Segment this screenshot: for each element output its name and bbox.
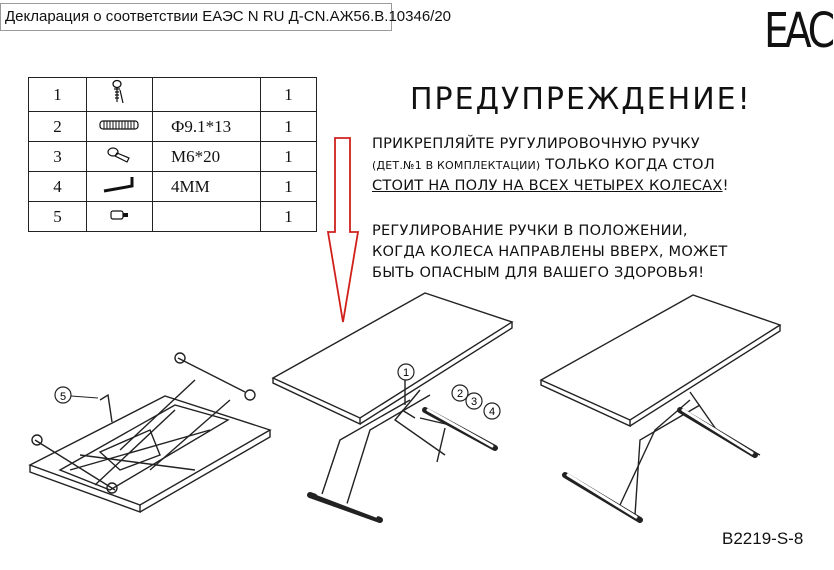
eac-mark: ЕАС [764,3,834,59]
callout-label: 4 [489,406,495,418]
warning-underlined: СТОИТ НА ПОЛУ НА ВСЕХ ЧЕТЫРЕХ КОЛЕСАХ [372,177,723,194]
part-spec: M6*20 [152,141,261,172]
warning-line: БЫТЬ ОПАСНЫМ ДЛЯ ВАШЕГО ЗДОРОВЬЯ! [372,264,705,281]
warning-line-end: ! [722,177,729,194]
declaration-box: Декларация о соответствии ЕАЭС N RU Д-CN… [0,3,451,31]
callout-label: 1 [403,367,409,379]
table-standing-attach [271,292,514,523]
warning-line: КОГДА КОЛЕСА НАПРАВЛЕНЫ ВВЕРХ, МОЖЕТ [372,243,728,260]
table-row: 5 1 [28,201,317,232]
table-finished [539,294,782,523]
callout-label: 3 [471,396,477,408]
part-spec: 4MM [152,171,261,202]
part-number: 2 [28,111,87,142]
table-row: 3 M6*20 1 [28,141,317,172]
warning-line-rest: ТОЛЬКО КОГДА СТОЛ [540,156,715,173]
part-number: 5 [28,201,87,232]
warning-line: РЕГУЛИРОВАНИЕ РУЧКИ В ПОЛОЖЕНИИ, [372,222,688,239]
down-arrow-icon [326,137,360,323]
warning-line: ПРИКРЕПЛЯЙТЕ РУГУЛИРОВОЧНУЮ РУЧКУ [372,135,700,152]
screw-handle-icon [86,77,153,112]
table-row: 1 1 [28,77,317,112]
warning-title: ПРЕДУПРЕЖДЕНИЕ! [410,82,752,117]
spring-icon [86,111,153,142]
part-spec [152,201,261,232]
parts-table: 1 1 2 Ф9.1*13 1 3 M6*20 1 4 4MM 1 5 [28,77,317,232]
part-number: 3 [28,141,87,172]
part-qty: 1 [260,171,317,202]
table-row: 4 4MM 1 [28,171,317,202]
callout-label: 2 [457,388,463,400]
part-number: 1 [28,77,87,112]
declaration-text: Декларация о соответствии ЕАЭС N RU Д-CN… [5,8,452,25]
model-code: B2219-S-8 [722,529,804,548]
callout-5 [54,386,72,404]
warning-line: СТОИТ НА ПОЛУ НА ВСЕХ ЧЕТЫРЕХ КОЛЕСАХ! [372,177,729,194]
table-upside-down [28,352,272,513]
callout-label: 5 [60,391,66,403]
plug-icon [86,201,153,232]
part-spec: Ф9.1*13 [152,111,261,142]
part-qty: 1 [260,77,317,112]
warning-line: (ДЕТ.№1 В КОМПЛЕКТАЦИИ) ТОЛЬКО КОГДА СТО… [372,156,715,173]
warning-part-ref: (ДЕТ.№1 В КОМПЛЕКТАЦИИ) [372,159,541,172]
part-qty: 1 [260,201,317,232]
callouts-middle [397,363,501,420]
